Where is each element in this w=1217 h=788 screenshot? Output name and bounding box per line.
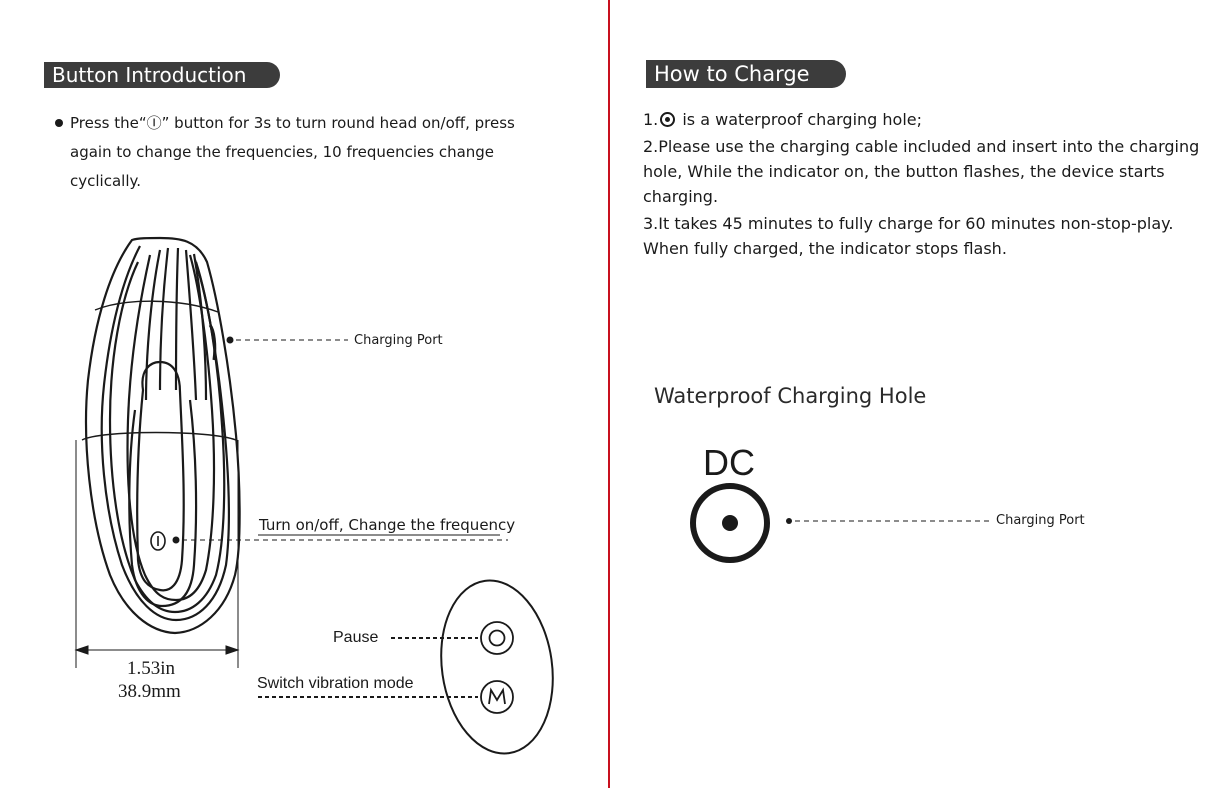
intro-line-1: Press the“Ⓘ” button for 3s to turn round… xyxy=(70,114,515,132)
section-title-how-to-charge: How to Charge xyxy=(646,60,846,88)
device-illustration xyxy=(81,236,241,635)
callout-dot xyxy=(172,536,180,544)
dimension-mm: 38.9mm xyxy=(118,681,181,702)
dc-label: DC xyxy=(703,442,755,483)
label-charging-port: Charging Port xyxy=(354,333,443,348)
pause-button-icon xyxy=(480,621,514,655)
step-3: 3.It takes 45 minutes to fully charge fo… xyxy=(643,214,1174,258)
power-icon xyxy=(150,531,166,551)
dc-port-icon xyxy=(690,483,770,563)
label-pause: Pause xyxy=(333,629,379,646)
button-intro-text: Press the“Ⓘ” button for 3s to turn round… xyxy=(70,109,570,196)
label-charging-port-dc: Charging Port xyxy=(996,513,1085,528)
bullet-icon xyxy=(55,119,63,127)
callout-dot xyxy=(226,336,234,344)
section-title-button-introduction: Button Introduction xyxy=(44,62,280,88)
callout-dot xyxy=(786,518,792,524)
intro-line-2: again to change the frequencies, 10 freq… xyxy=(70,143,495,161)
page-divider xyxy=(608,0,610,788)
label-switch-vibration-mode: Switch vibration mode xyxy=(257,675,414,692)
step-1: 1. is a waterproof charging hole; xyxy=(643,110,923,129)
remote-illustration xyxy=(440,579,554,755)
charge-instructions: 1. is a waterproof charging hole; 2.Plea… xyxy=(643,107,1203,263)
charging-hole-icon xyxy=(660,112,676,127)
mode-button-icon xyxy=(480,680,514,714)
dimension-inches: 1.53in xyxy=(127,658,176,679)
intro-line-3: cyclically. xyxy=(70,172,141,190)
step-2: 2.Please use the charging cable included… xyxy=(643,137,1200,206)
dimension-marker xyxy=(74,440,240,668)
waterproof-hole-title: Waterproof Charging Hole xyxy=(654,384,927,408)
label-turn-on-off: Turn on/off, Change the frequency xyxy=(259,516,516,534)
